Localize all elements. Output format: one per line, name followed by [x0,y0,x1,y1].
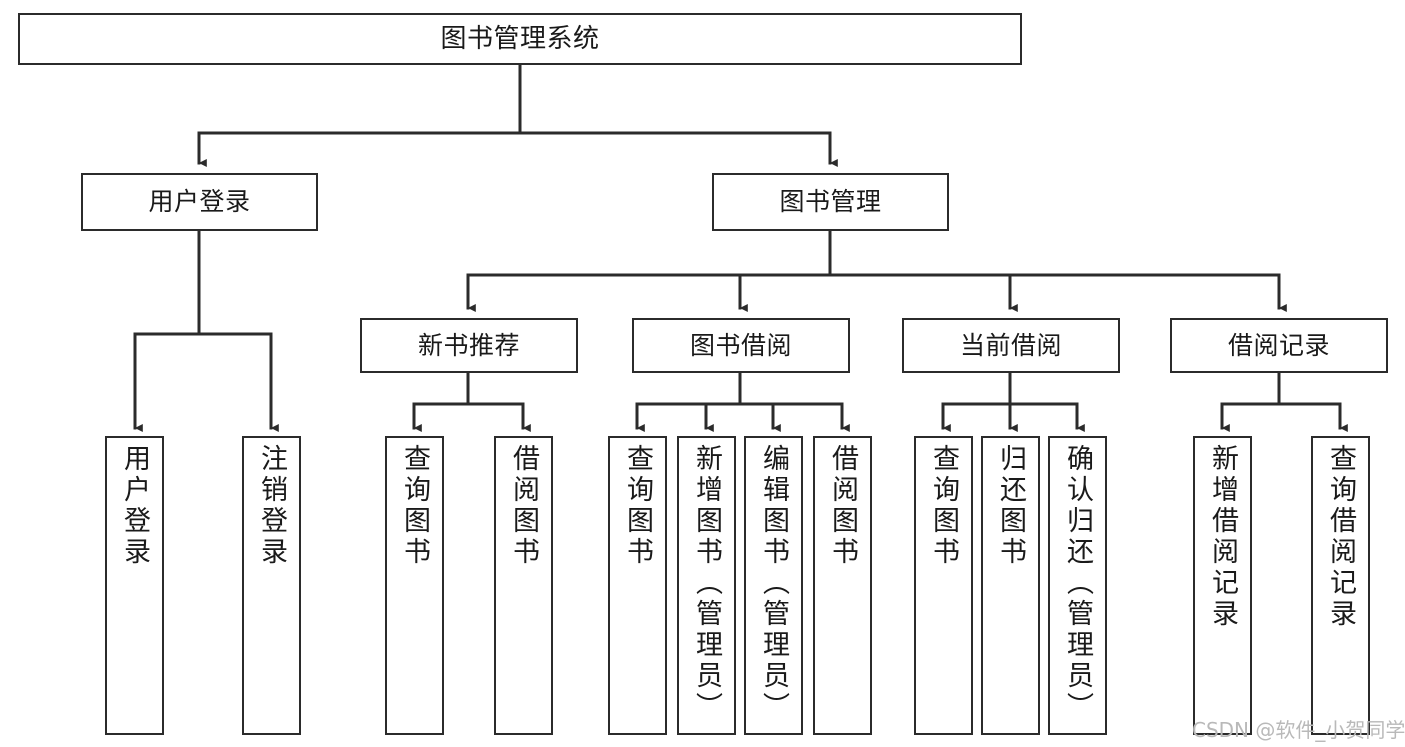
node-label: 用户登录 [148,188,251,216]
leaf-borrow-book[interactable]: 借阅图书 [813,436,872,735]
node-label: 确认归还（管理员） [1063,444,1093,723]
node-book-management[interactable]: 图书管理 [712,173,949,231]
node-label: 当前借阅 [959,331,1062,360]
leaf-add-borrow-record[interactable]: 新增借阅记录 [1193,436,1252,735]
node-label: 新增图书（管理员） [692,444,722,723]
leaf-edit-book-admin[interactable]: 编辑图书（管理员） [744,436,803,735]
node-label: 图书管理系统 [440,23,600,54]
node-label: 查询图书 [929,444,959,568]
node-label: 用户登录 [120,444,150,568]
node-label: 查询图书 [400,444,430,568]
node-label: 注销登录 [257,444,287,568]
leaf-query-book-recommend[interactable]: 查询图书 [385,436,444,735]
leaf-return-book[interactable]: 归还图书 [981,436,1040,735]
node-current-borrow[interactable]: 当前借阅 [902,318,1120,373]
node-label: 图书借阅 [689,331,792,360]
node-borrow-record[interactable]: 借阅记录 [1170,318,1388,373]
node-label: 借阅图书 [828,444,858,568]
node-label: 图书管理 [779,188,882,216]
leaf-confirm-return-admin[interactable]: 确认归还（管理员） [1048,436,1107,735]
node-label: 借阅记录 [1227,331,1330,360]
node-root-system[interactable]: 图书管理系统 [18,13,1022,65]
leaf-query-book-current[interactable]: 查询图书 [914,436,973,735]
node-label: 查询图书 [623,444,653,568]
node-label: 编辑图书（管理员） [759,444,789,723]
node-label: 新增借阅记录 [1208,444,1238,630]
leaf-add-book-admin[interactable]: 新增图书（管理员） [677,436,736,735]
node-label: 新书推荐 [417,331,520,360]
csdn-watermark: CSDN @软件_小贺同学 [1192,718,1405,742]
node-label: 归还图书 [996,444,1026,568]
leaf-borrow-book-recommend[interactable]: 借阅图书 [494,436,553,735]
node-new-book-recommend[interactable]: 新书推荐 [360,318,578,373]
node-label: 借阅图书 [509,444,539,568]
leaf-user-login[interactable]: 用户登录 [105,436,164,735]
node-label: 查询借阅记录 [1326,444,1356,630]
leaf-query-borrow-record[interactable]: 查询借阅记录 [1311,436,1370,735]
leaf-query-book-borrow[interactable]: 查询图书 [608,436,667,735]
node-user-login[interactable]: 用户登录 [81,173,318,231]
node-book-borrow[interactable]: 图书借阅 [632,318,850,373]
leaf-user-logout[interactable]: 注销登录 [242,436,301,735]
